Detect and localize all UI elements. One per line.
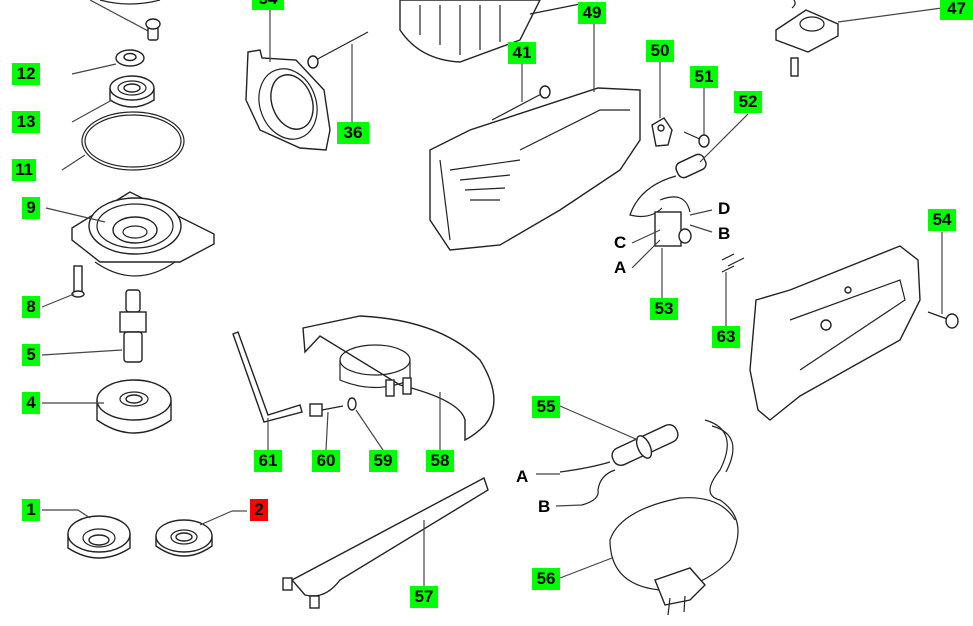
suppressor-part-52 (629, 153, 707, 218)
callout-54[interactable]: 54 (928, 209, 956, 231)
handle-screw-part-54 (927, 311, 959, 329)
callout-13[interactable]: 13 (12, 111, 40, 133)
callout-12[interactable]: 12 (12, 63, 40, 85)
wire-label-cable-a: A (516, 467, 529, 486)
callout-58[interactable]: 58 (426, 450, 454, 472)
screw-part-8 (71, 265, 85, 298)
callout-56[interactable]: 56 (532, 568, 560, 590)
washer-part-12 (115, 49, 145, 67)
wire-label-cable-b: B (538, 497, 551, 516)
callout-55[interactable]: 55 (532, 396, 560, 418)
callout-9[interactable]: 9 (22, 197, 40, 219)
bearing-part-4 (96, 379, 172, 434)
callout-41[interactable]: 41 (508, 42, 536, 64)
wire-label-switch-b: B (718, 224, 731, 243)
side-handle-part-54 (749, 245, 921, 421)
callout-47[interactable]: 47 (940, 0, 973, 20)
callout-53[interactable]: 53 (650, 298, 678, 320)
screw-part-51 (683, 131, 710, 148)
callout-57[interactable]: 57 (410, 586, 438, 608)
callout-49[interactable]: 49 (578, 2, 606, 24)
wire-label-switch-a: A (614, 258, 627, 277)
fan-plate-part-34 (245, 49, 331, 151)
wire-label-switch-c: C (614, 233, 627, 252)
callout-11[interactable]: 11 (12, 159, 36, 181)
housing-screw-part-41 (491, 85, 551, 121)
switch-part-53 (654, 196, 692, 247)
callout-52[interactable]: 52 (734, 91, 762, 113)
callout-1[interactable]: 1 (22, 499, 40, 521)
wire-label-switch-d: D (718, 199, 731, 218)
power-cord-part-56 (609, 419, 739, 616)
callout-59[interactable]: 59 (369, 450, 397, 472)
callout-2[interactable]: 2 (250, 499, 268, 521)
callout-34[interactable]: 34 (252, 0, 284, 10)
cable-clip-part-50 (651, 117, 673, 147)
callout-5[interactable]: 5 (22, 344, 40, 366)
cable-sleeve-part-55 (559, 423, 679, 506)
guard-screw-part-60 (309, 403, 344, 417)
hex-key-part-61 (232, 331, 303, 423)
o-ring-part-11 (81, 111, 185, 171)
bearing-part-13 (109, 75, 155, 108)
callout-8[interactable]: 8 (22, 296, 40, 318)
callout-4[interactable]: 4 (22, 392, 40, 414)
callout-60[interactable]: 60 (312, 450, 340, 472)
bearing-flange-part-9 (71, 191, 215, 277)
stator-part (399, 0, 581, 63)
guard-disc-part (89, 0, 161, 41)
clamping-nut-part-1 (67, 515, 131, 559)
spindle-part-5 (119, 289, 147, 363)
wheel-guard-part-58 (302, 315, 495, 442)
washer-part-59 (347, 397, 357, 411)
callout-50[interactable]: 50 (646, 40, 674, 62)
carbon-brush-part-63 (721, 253, 745, 273)
bracket-part-47 (775, 0, 839, 77)
flange-part-2 (155, 519, 213, 557)
callout-61[interactable]: 61 (254, 450, 282, 472)
callout-63[interactable]: 63 (712, 326, 740, 348)
pin-wrench-part-57 (282, 476, 489, 609)
leader-lines (41, 7, 943, 586)
callout-51[interactable]: 51 (690, 66, 718, 88)
motor-housing-part-49 (429, 87, 641, 251)
callout-36[interactable]: 36 (337, 122, 369, 144)
long-screw-part-36 (307, 31, 369, 69)
